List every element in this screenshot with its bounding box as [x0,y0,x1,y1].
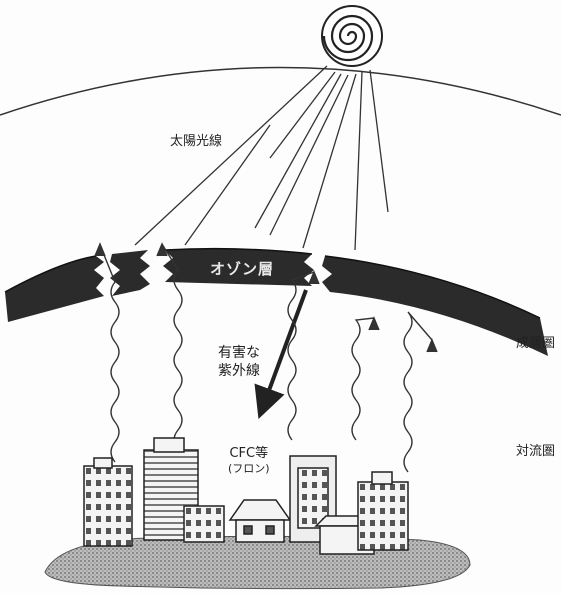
sun-ray [369,69,389,213]
cfc-label-line2: (フロン) [228,462,270,475]
cfc-label: CFC等 (フロン) [228,446,270,476]
building [183,505,225,543]
sun-ray [269,74,349,236]
cfc-wavy-lines [94,242,438,473]
ozone-layer-label: オゾン層 [210,260,275,278]
cfc-label-line1: CFC等 [229,446,269,461]
sun-ray [354,71,363,251]
sun-ray [184,124,271,246]
cfc-wave [287,271,315,441]
cfc-wave [351,317,375,441]
sunlight-label: 太陽光線 [170,134,223,149]
arrowhead-icon [368,316,380,331]
sun-ray [269,71,336,159]
building [83,457,133,547]
arrowhead-icon [426,338,438,353]
sun-rays [134,65,389,251]
harmful-uv-label-line1: 有害な [218,345,260,361]
house [228,499,292,543]
city-buildings [83,437,409,555]
ozone-layer-band [4,247,548,356]
building [357,471,409,551]
harmful-uv-label: 有害な 紫外線 [218,344,260,380]
sun-ray [254,73,342,229]
cfc-wave [161,243,183,451]
arrowhead-icon [308,270,320,285]
troposphere-label: 対流圏 [516,444,556,459]
atmosphere-boundary [0,66,561,116]
uv-arrow [254,289,308,420]
sun-icon [321,5,383,67]
sun-ray [302,73,357,249]
stratosphere-label: 成層圏 [516,336,556,351]
cfc-wave [99,244,120,463]
cfc-wave [403,311,433,473]
arrowhead-icon [156,242,168,257]
arrowhead-icon [94,242,106,257]
sun-ray [134,65,328,246]
harmful-uv-label-line2: 紫外線 [218,363,260,379]
